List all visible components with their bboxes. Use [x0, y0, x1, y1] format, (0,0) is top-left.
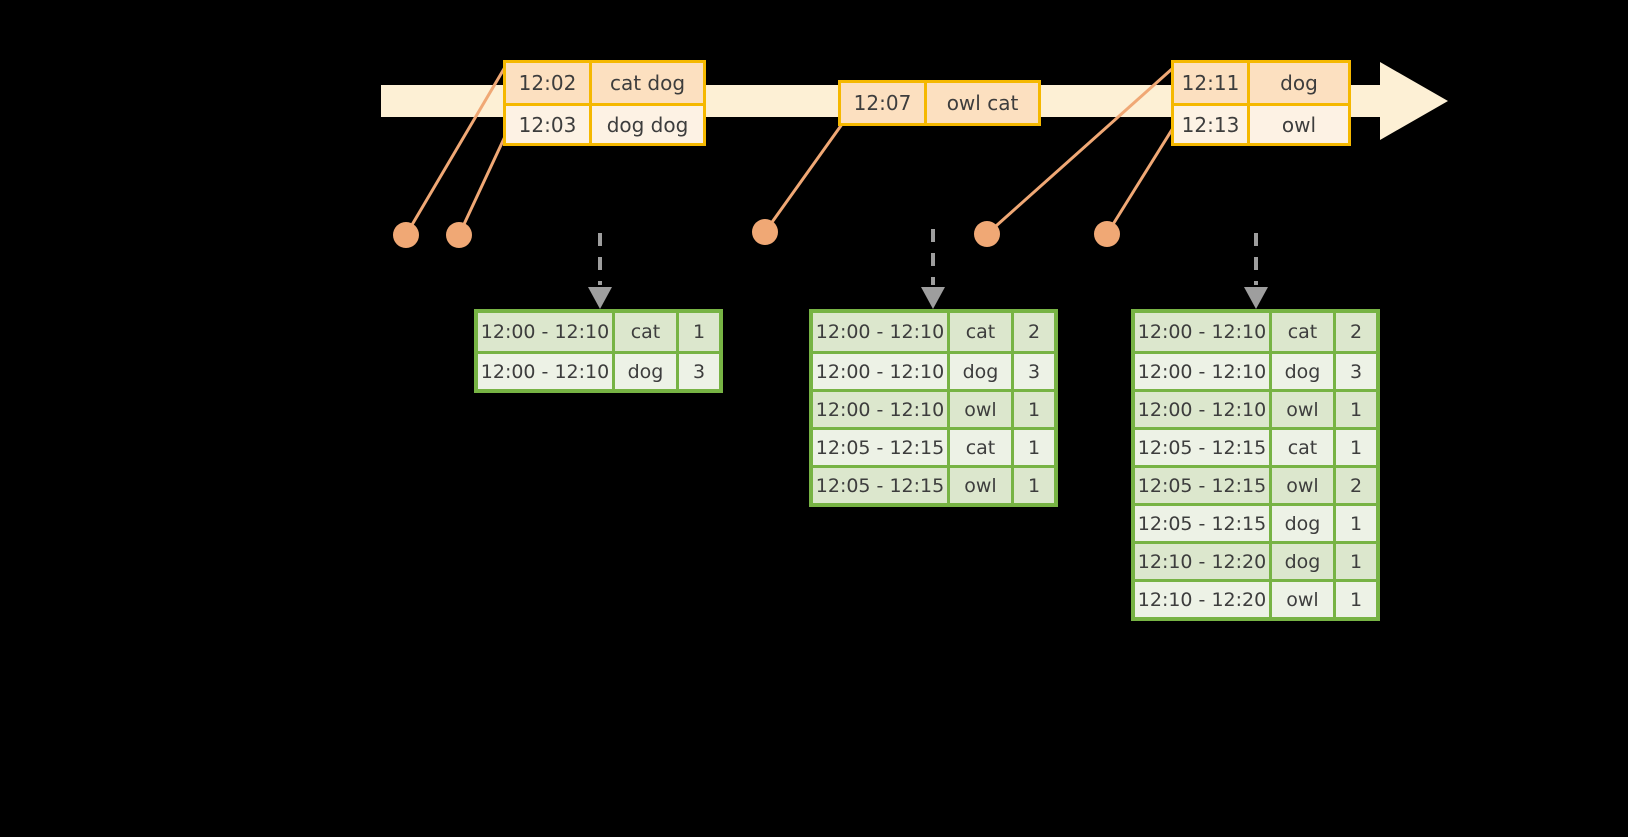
event-dots — [393, 219, 1120, 248]
window-cell: 12:05 - 12:15 — [1135, 430, 1272, 465]
count-cell: 1 — [679, 313, 719, 351]
count-cell: 1 — [1336, 506, 1376, 541]
window-cell: 12:00 - 12:10 — [478, 313, 615, 351]
event-dot-1 — [393, 222, 419, 248]
event-time: 12:11 — [1174, 63, 1250, 103]
down-arrow-1 — [588, 233, 612, 309]
word-cell: owl — [1272, 392, 1336, 427]
word-cell: dog — [1272, 506, 1336, 541]
window-cell: 12:05 - 12:15 — [813, 430, 950, 465]
word-cell: dog — [1272, 354, 1336, 389]
word-cell: cat — [615, 313, 679, 351]
count-cell: 3 — [1336, 354, 1376, 389]
down-arrow-3 — [1244, 233, 1268, 309]
window-cell: 12:05 - 12:15 — [1135, 468, 1272, 503]
down-arrows — [588, 229, 1268, 309]
word-cell: cat — [950, 430, 1014, 465]
event-time: 12:13 — [1174, 106, 1250, 143]
word-cell: owl — [950, 392, 1014, 427]
event-dot-3 — [752, 219, 778, 245]
count-cell: 1 — [1014, 468, 1054, 503]
count-cell: 2 — [1014, 313, 1054, 351]
connector-line-5 — [1105, 119, 1180, 235]
window-cell: 12:10 - 12:20 — [1135, 582, 1272, 617]
count-cell: 1 — [1014, 392, 1054, 427]
event-dot-2 — [446, 222, 472, 248]
word-cell: cat — [1272, 430, 1336, 465]
window-cell: 12:00 - 12:10 — [813, 392, 950, 427]
count-cell: 1 — [1336, 582, 1376, 617]
window-cell: 12:00 - 12:10 — [1135, 313, 1272, 351]
window-cell: 12:00 - 12:10 — [1135, 392, 1272, 427]
down-arrow-2 — [921, 229, 945, 309]
event-words: dog — [1250, 63, 1348, 103]
connector-line-1 — [404, 61, 510, 236]
event-dot-4 — [974, 221, 1000, 247]
count-cell: 3 — [1014, 354, 1054, 389]
count-cell: 1 — [1336, 430, 1376, 465]
word-cell: cat — [950, 313, 1014, 351]
count-cell: 1 — [1336, 544, 1376, 579]
count-cell: 1 — [1336, 392, 1376, 427]
word-cell: owl — [950, 468, 1014, 503]
event-time: 12:03 — [506, 106, 592, 143]
window-cell: 12:05 - 12:15 — [1135, 506, 1272, 541]
word-cell: owl — [1272, 468, 1336, 503]
word-cell: dog — [950, 354, 1014, 389]
window-cell: 12:00 - 12:10 — [478, 354, 615, 389]
word-cell: owl — [1272, 582, 1336, 617]
event-words: owl — [1250, 106, 1348, 143]
window-cell: 12:00 - 12:10 — [1135, 354, 1272, 389]
event-words: owl cat — [927, 83, 1038, 123]
event-dot-5 — [1094, 221, 1120, 247]
count-cell: 2 — [1336, 468, 1376, 503]
event-time: 12:07 — [841, 83, 927, 123]
window-cell: 12:05 - 12:15 — [813, 468, 950, 503]
word-cell: dog — [615, 354, 679, 389]
count-cell: 3 — [679, 354, 719, 389]
count-cell: 2 — [1336, 313, 1376, 351]
count-cell: 1 — [1014, 430, 1054, 465]
word-cell: dog — [1272, 544, 1336, 579]
event-words: dog dog — [592, 106, 703, 143]
event-time: 12:02 — [506, 63, 592, 103]
connector-line-3 — [763, 119, 847, 233]
word-cell: cat — [1272, 313, 1336, 351]
event-words: cat dog — [592, 63, 703, 103]
window-cell: 12:00 - 12:10 — [813, 313, 950, 351]
window-cell: 12:10 - 12:20 — [1135, 544, 1272, 579]
window-cell: 12:00 - 12:10 — [813, 354, 950, 389]
